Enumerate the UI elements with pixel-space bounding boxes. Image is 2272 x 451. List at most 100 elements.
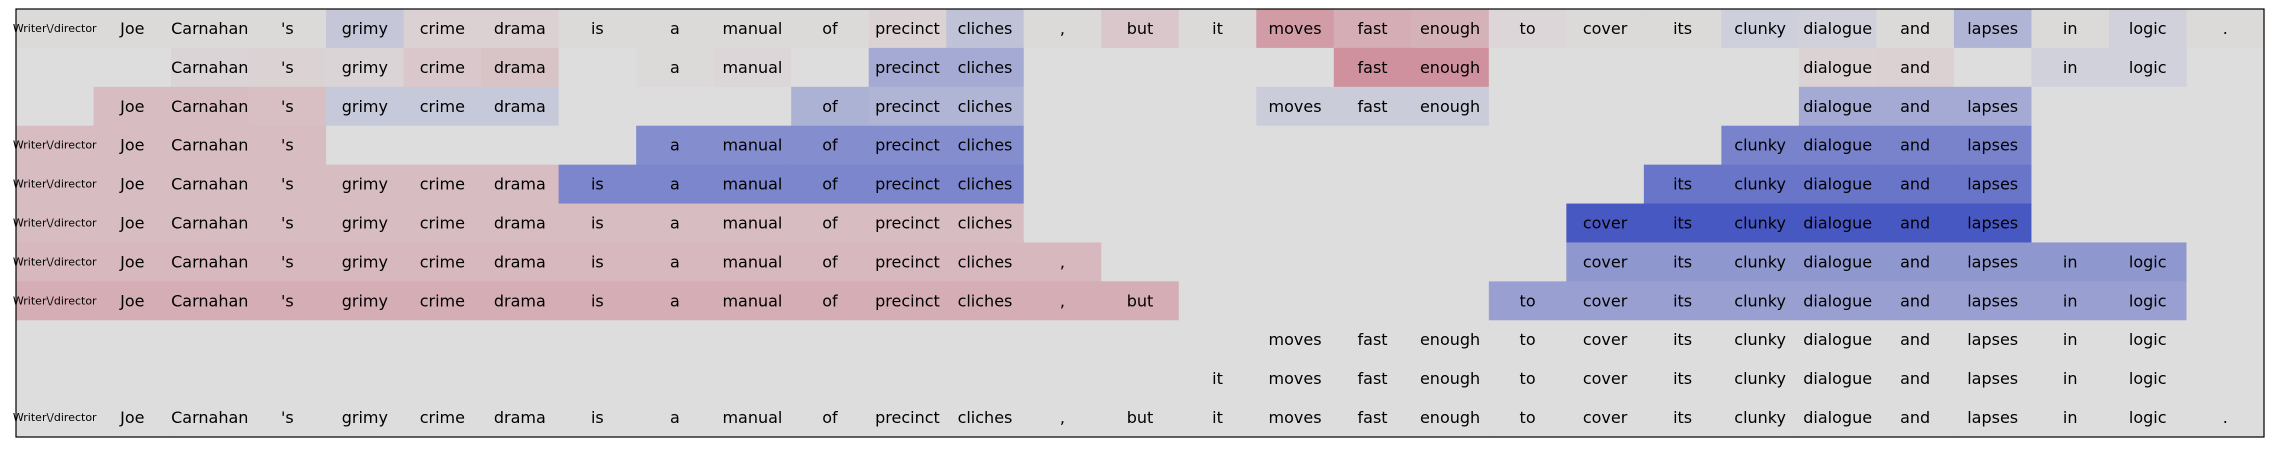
heatmap-cell <box>171 125 250 166</box>
heatmap-cell <box>2186 47 2265 88</box>
token-label: 's <box>281 214 294 233</box>
heatmap-cell <box>1333 86 1412 127</box>
heatmap-cell <box>1798 242 1878 282</box>
heatmap-cell <box>326 242 405 282</box>
token-label: cliches <box>958 175 1013 194</box>
token-label: dialogue <box>1803 175 1872 194</box>
heatmap-cell <box>2186 164 2265 205</box>
heatmap-cell <box>326 47 405 88</box>
token-label: Writer\/director <box>13 255 97 268</box>
token-label: in <box>2063 408 2078 427</box>
heatmap-cell <box>1721 281 1800 321</box>
heatmap-cell <box>1488 320 1567 360</box>
token-label: lapses <box>1967 252 2018 271</box>
heatmap-cell <box>1411 359 1490 399</box>
heatmap-cell <box>326 86 405 127</box>
heatmap-frame <box>15 8 2265 438</box>
token-label: cliches <box>958 252 1013 271</box>
token-label: but <box>1127 291 1154 310</box>
heatmap-cell <box>713 320 792 360</box>
token-label: drama <box>494 214 546 233</box>
token-label: Joe <box>119 214 144 233</box>
token-label: lapses <box>1967 19 2018 38</box>
token-label: crime <box>420 214 465 233</box>
heatmap-cell <box>16 203 95 244</box>
token-label: drama <box>494 291 546 310</box>
heatmap-cell <box>946 203 1025 244</box>
heatmap-cell <box>1488 125 1567 166</box>
token-label: moves <box>1269 408 1322 427</box>
token-label: lapses <box>1967 291 2018 310</box>
token-label: Joe <box>119 252 144 271</box>
heatmap-cell <box>481 242 560 282</box>
heatmap-cell <box>1333 203 1412 244</box>
token-label: logic <box>2129 408 2167 427</box>
heatmap-cell <box>326 9 405 49</box>
heatmap-cell <box>1876 47 1955 88</box>
token-label: cliches <box>958 408 1013 427</box>
token-label: of <box>822 291 838 310</box>
token-label: enough <box>1420 97 1480 116</box>
token-label: a <box>670 408 680 427</box>
heatmap-cell <box>1876 86 1955 127</box>
heatmap-cell <box>1256 398 1335 438</box>
token-label: precinct <box>875 97 940 116</box>
heatmap-cell <box>1721 125 1800 166</box>
token-label: to <box>1520 291 1536 310</box>
heatmap-cell <box>636 9 715 49</box>
heatmap-cell <box>713 242 792 282</box>
token-label: Joe <box>119 136 144 155</box>
token-label: Writer\/director <box>13 294 97 307</box>
token-label: Joe <box>119 19 144 38</box>
token-label: drama <box>494 58 546 77</box>
token-label: grimy <box>342 214 388 233</box>
heatmap-cell <box>1953 164 2033 205</box>
token-label: drama <box>494 19 546 38</box>
token-label: is <box>591 408 604 427</box>
token-label: Joe <box>119 97 144 116</box>
heatmap-cell <box>2108 398 2188 438</box>
token-label: enough <box>1420 19 1480 38</box>
heatmap-cell <box>1721 320 1800 360</box>
token-label: precinct <box>875 136 940 155</box>
heatmap-cell <box>1023 398 1102 438</box>
token-label: and <box>1900 252 1930 271</box>
token-label: dialogue <box>1803 291 1872 310</box>
heatmap-cell <box>326 320 405 360</box>
token-label: manual <box>722 214 782 233</box>
token-label: logic <box>2129 19 2167 38</box>
token-label: it <box>1212 19 1223 38</box>
token-label: its <box>1673 19 1692 38</box>
heatmap-cell <box>93 320 172 360</box>
token-label: of <box>822 97 838 116</box>
heatmap-cell <box>868 125 947 166</box>
token-label: fast <box>1358 330 1388 349</box>
heatmap-cell <box>1798 320 1878 360</box>
heatmap-cell <box>248 320 327 360</box>
heatmap-cell <box>2186 398 2265 438</box>
heatmap-cell <box>403 9 482 49</box>
heatmap-cell <box>1953 47 2033 88</box>
token-label: precinct <box>875 214 940 233</box>
token-label: and <box>1900 369 1930 388</box>
token-label: clunky <box>1734 369 1786 388</box>
token-label: 's <box>281 291 294 310</box>
heatmap-cell <box>1876 320 1955 360</box>
token-label: to <box>1520 330 1536 349</box>
heatmap-cell <box>558 203 637 244</box>
token-label: its <box>1673 330 1692 349</box>
heatmap-cell <box>791 47 870 88</box>
heatmap-cell <box>1101 281 1180 321</box>
heatmap-cell <box>326 359 405 399</box>
heatmap-cell <box>171 281 250 321</box>
heatmap-cell <box>1798 281 1878 321</box>
token-label: and <box>1900 291 1930 310</box>
heatmap-cell <box>1333 242 1412 282</box>
token-label: a <box>670 252 680 271</box>
